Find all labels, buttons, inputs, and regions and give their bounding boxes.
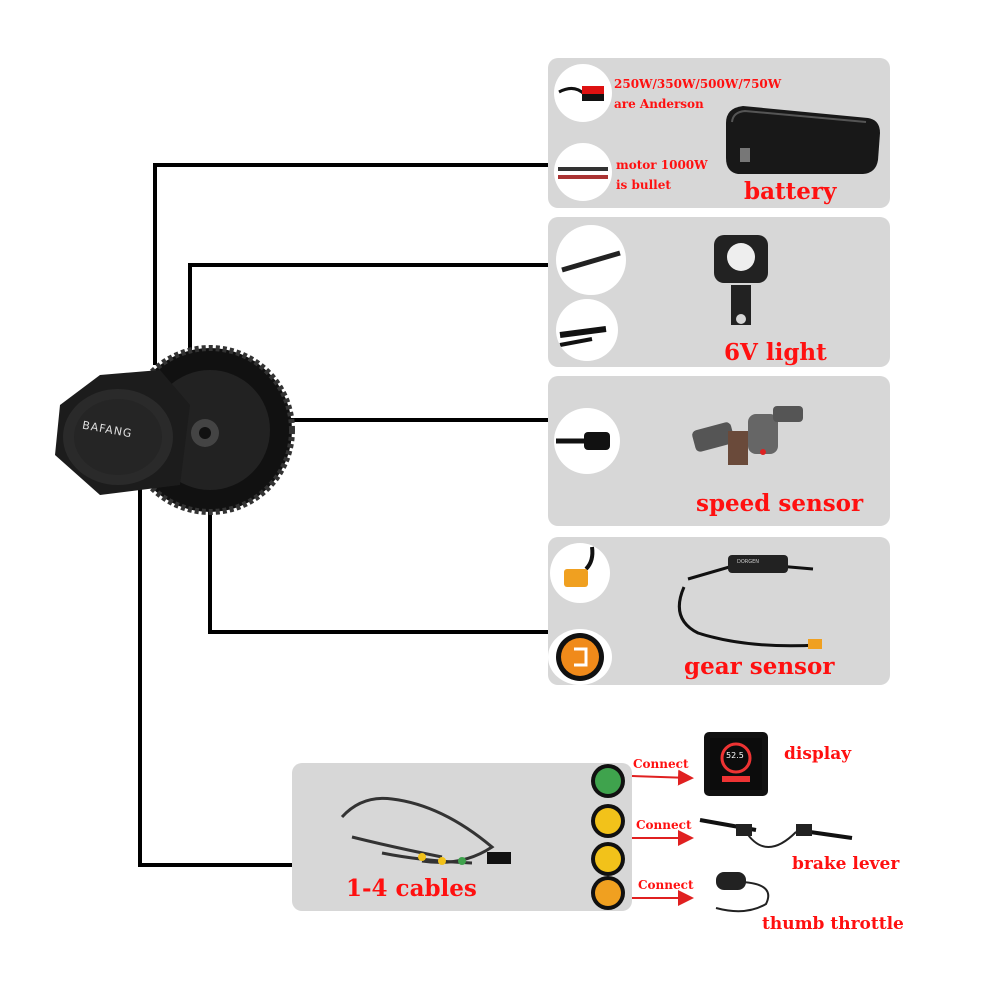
display-speed-value: 52.5 (726, 751, 744, 760)
connect-label-brake: Connect (636, 818, 692, 832)
speed-sensor-label: speed sensor (696, 490, 864, 517)
battery-note-4: is bullet (616, 178, 671, 192)
waterproof-plug-icon (559, 326, 607, 347)
anderson-connector-thumb (554, 64, 612, 122)
light-label: 6V light (724, 339, 827, 366)
bullet-plug-icon (561, 250, 621, 273)
battery-label: battery (744, 178, 837, 205)
gear-plug-side-icon (564, 546, 595, 587)
wire-gear-sensor (208, 510, 550, 634)
thumb-throttle-label: thumb throttle (762, 914, 904, 934)
battery-image (726, 106, 880, 174)
harness-panel: 1-4 cables (292, 763, 632, 911)
battery-note-2: are Anderson (614, 97, 704, 111)
connect-label-display: Connect (633, 757, 689, 771)
light-connector-thumb-2 (556, 299, 618, 361)
speed-sensor-panel: speed sensor (548, 376, 890, 526)
display-unit: 52.5 (704, 732, 768, 796)
gear-plug-front-icon (556, 633, 604, 681)
harness-cable-image (340, 796, 511, 865)
light-connector-thumb-1 (556, 225, 626, 295)
bullet-connector-icon (558, 167, 608, 179)
connect-label-throttle: Connect (638, 878, 694, 892)
battery-panel: 250W/350W/500W/750W are Anderson motor 1… (548, 58, 890, 208)
speed-sensor-image (692, 406, 803, 465)
harness-plugs (591, 764, 625, 910)
brake-lever-label: brake lever (792, 854, 900, 874)
gear-sensor-panel: DORGEN gear sensor (548, 537, 890, 685)
gear-sensor-cable-text: DORGEN (737, 559, 760, 565)
gear-sensor-label: gear sensor (684, 653, 835, 680)
gear-plug-front-thumb (548, 629, 612, 685)
wire-light (188, 263, 550, 365)
bullet-connector-thumb (554, 143, 612, 201)
battery-note-1: 250W/350W/500W/750W (614, 77, 782, 91)
display-screen (710, 738, 762, 790)
battery-note-3: motor 1000W (616, 158, 708, 172)
harness-label: 1-4 cables (346, 875, 477, 902)
wire-battery (153, 163, 550, 365)
gear-plug-side-thumb (550, 543, 610, 603)
brake-lever-image (699, 818, 853, 848)
thumb-throttle-image (715, 872, 770, 913)
sensor-plug-icon (556, 432, 610, 450)
gear-sensor-cable-image (677, 555, 822, 649)
speed-connector-thumb (554, 408, 620, 474)
anderson-connector-icon (558, 86, 604, 101)
headlight-image (714, 235, 768, 325)
display-label: display (784, 744, 852, 764)
wire-harness (138, 470, 292, 867)
mid-drive-motor: BAFANG (40, 345, 300, 515)
arrow-to-display (631, 769, 694, 786)
light-panel: 6V light (548, 217, 890, 367)
